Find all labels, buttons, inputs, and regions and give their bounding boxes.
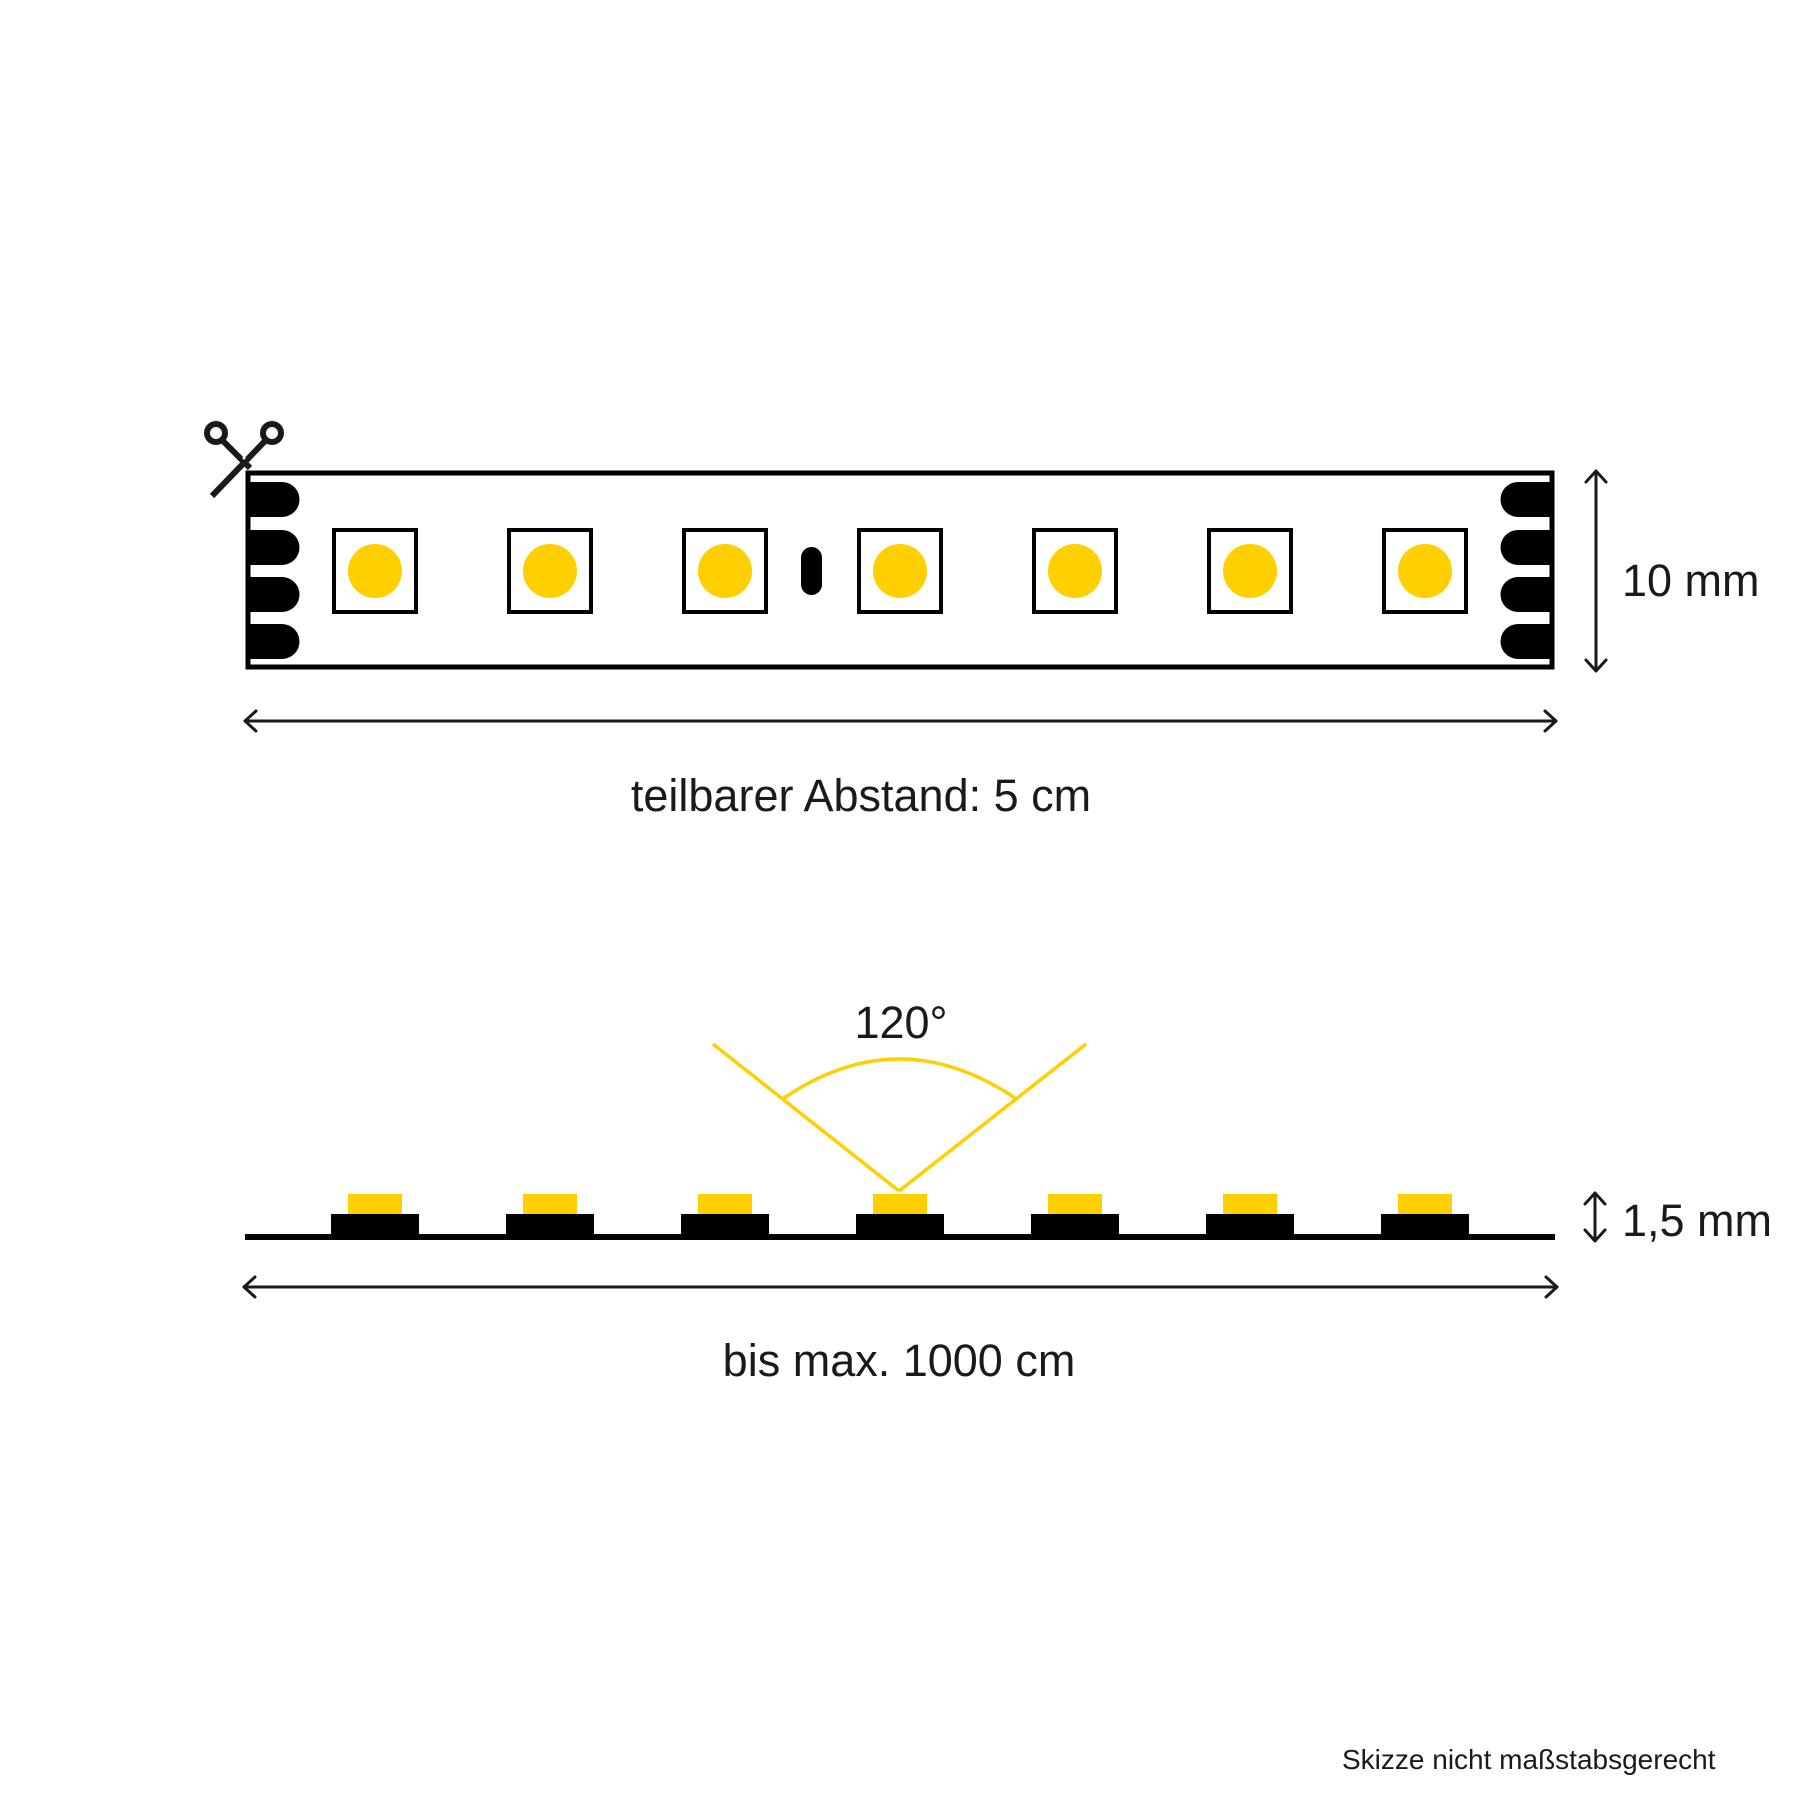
led-side (1206, 1194, 1294, 1235)
scale-disclaimer: Skizze nicht maßstabsgerecht (1342, 1744, 1716, 1775)
led-chip (507, 528, 593, 614)
scissors-icon (204, 421, 284, 499)
led-chip (332, 528, 418, 614)
length-label: bis max. 1000 cm (722, 1335, 1076, 1386)
led-chip (857, 528, 943, 614)
led-chip (1207, 528, 1293, 614)
pcb-baseline (245, 1234, 1555, 1240)
led-side (331, 1194, 419, 1235)
height-label: 10 mm (1622, 555, 1760, 606)
cut-distance-arrow (243, 709, 1558, 733)
thickness-dimension-arrow (1583, 1191, 1607, 1243)
left-solder-pads (248, 482, 300, 659)
led-chip (1032, 528, 1118, 614)
led-side (1031, 1194, 1119, 1235)
led-chip (1382, 528, 1468, 614)
beam-angle-indicator (711, 1042, 1088, 1193)
led-chips-top (332, 528, 1468, 614)
cut-distance-label: teilbarer Abstand: 5 cm (630, 770, 1092, 821)
beam-angle-label: 120° (854, 997, 948, 1048)
thickness-label: 1,5 mm (1622, 1195, 1773, 1246)
led-chip (682, 528, 768, 614)
top-view (204, 421, 1608, 733)
right-solder-pads (1500, 482, 1552, 659)
length-dimension-arrow (242, 1275, 1559, 1299)
led-side (681, 1194, 769, 1235)
led-chips-side (331, 1194, 1469, 1235)
led-side (856, 1194, 944, 1235)
resistor (801, 547, 822, 595)
height-dimension-arrow (1584, 469, 1608, 673)
side-view (242, 1042, 1607, 1299)
led-side (506, 1194, 594, 1235)
led-side (1381, 1194, 1469, 1235)
